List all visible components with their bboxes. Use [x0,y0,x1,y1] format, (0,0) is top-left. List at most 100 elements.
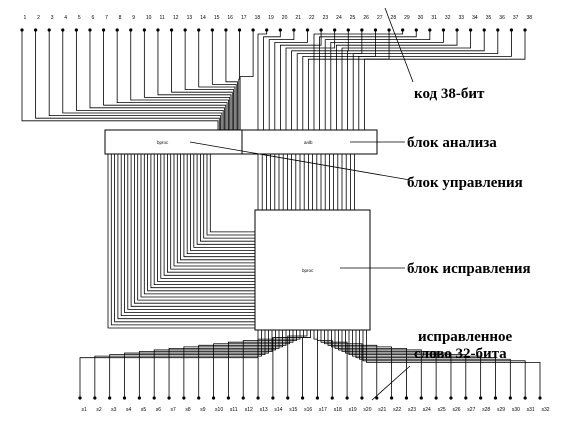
output-pin: s31 [523,396,535,413]
input-pin-dot [496,28,500,32]
output-wire [153,330,276,398]
input-pin-label: 22 [309,15,315,21]
input-pin-dot [156,28,160,32]
input-pin-dot [183,28,187,32]
output-pin-label: s10 [215,407,223,413]
output-pin-label: s8 [185,407,191,413]
output-pin-dot [197,396,201,400]
output-pin-dot [330,396,334,400]
output-pin-label: s21 [378,407,386,413]
input-pin: 32 [441,15,451,32]
input-wire [89,30,225,130]
control-wire [153,154,255,285]
output-wire [124,330,269,398]
input-pin: 21 [292,15,301,32]
input-pin-label: 18 [255,15,261,21]
output-pin-dot [508,396,512,400]
output-wire [324,330,363,398]
input-pin-label: 21 [295,15,301,21]
input-wire [308,30,390,130]
control-wire [203,154,255,239]
input-pin-label: 36 [499,15,505,21]
input-pin: 28 [387,15,396,32]
output-pin: s7 [167,396,176,413]
input-pin-label: 35 [486,15,492,21]
control-wire [163,154,255,276]
input-pin-label: 33 [459,15,465,21]
control-wire [107,154,255,329]
input-pin: 29 [401,15,410,32]
input-pin-label: 16 [227,15,233,21]
input-pin-label: 10 [146,15,152,21]
input-pin: 15 [210,15,220,32]
input-pin: 26 [360,15,369,32]
pointer-code [384,7,414,83]
control-wire [157,154,255,282]
output-pin-label: s12 [245,407,253,413]
input-pin-label: 13 [187,15,193,21]
output-pin: s23 [404,396,416,413]
control-wire [127,154,255,310]
input-pin: 8 [115,15,122,32]
output-pin-label: s1 [82,407,88,413]
input-wire [238,30,240,130]
input-pin-dot [278,28,282,32]
control-wire [200,154,255,242]
input-wire [257,30,268,130]
control-wire [147,154,255,292]
input-pin-label: 28 [391,15,397,21]
output-pin-dot [211,396,216,400]
input-wire [347,30,485,130]
input-wire [184,30,234,130]
output-pin-dot [226,396,230,400]
input-pin-dot [387,28,391,32]
control-wire [134,154,255,304]
input-wire [21,30,219,130]
input-pin-label: 14 [200,15,206,21]
input-wire [352,30,499,130]
output-pin-label: s32 [542,407,550,413]
output-pin-label: s31 [527,407,535,413]
wire-bundle [21,30,541,398]
input-pin-label: 4 [64,15,67,21]
input-pin: 17 [237,15,247,32]
control-wire [173,154,255,267]
output-pin: s15 [286,396,298,413]
output-pin: s25 [434,396,446,413]
input-pin: 30 [414,15,424,32]
analysis-block-label: anlb [304,140,313,145]
output-pin-dot [271,396,275,400]
input-pin: 23 [319,15,328,32]
input-wire [274,30,308,130]
input-pin: 4 [61,15,67,32]
input-pin-label: 26 [363,15,369,21]
control-wire [180,154,255,261]
input-pin-label: 30 [418,15,424,21]
input-pin-dot [129,28,133,32]
output-pin-dot [167,396,171,400]
input-pin: 33 [455,15,464,32]
input-pin: 14 [197,15,206,32]
control-wire [114,154,255,323]
input-wire [239,30,254,130]
input-wire [341,30,472,130]
output-wire [183,330,283,398]
output-pin-dot [286,396,290,400]
output-pin: s1 [78,396,87,413]
input-pin-label: 38 [527,15,533,21]
output-pin-dot [137,396,141,400]
output-pin-dot [108,396,112,400]
input-pin: 9 [129,15,135,32]
input-wire [280,30,322,130]
input-pin-label: 1 [24,15,27,21]
input-pin: 20 [278,15,288,32]
output-pin-dot [493,396,498,400]
output-pin-label: s24 [423,407,431,413]
input-pin-label: 24 [336,15,342,21]
input-pin-label: 20 [282,15,288,21]
input-wire [324,30,431,130]
output-pin-label: s14 [274,407,282,413]
input-wire [302,30,376,130]
input-pin: 27 [373,15,383,32]
input-pin: 37 [509,15,519,32]
